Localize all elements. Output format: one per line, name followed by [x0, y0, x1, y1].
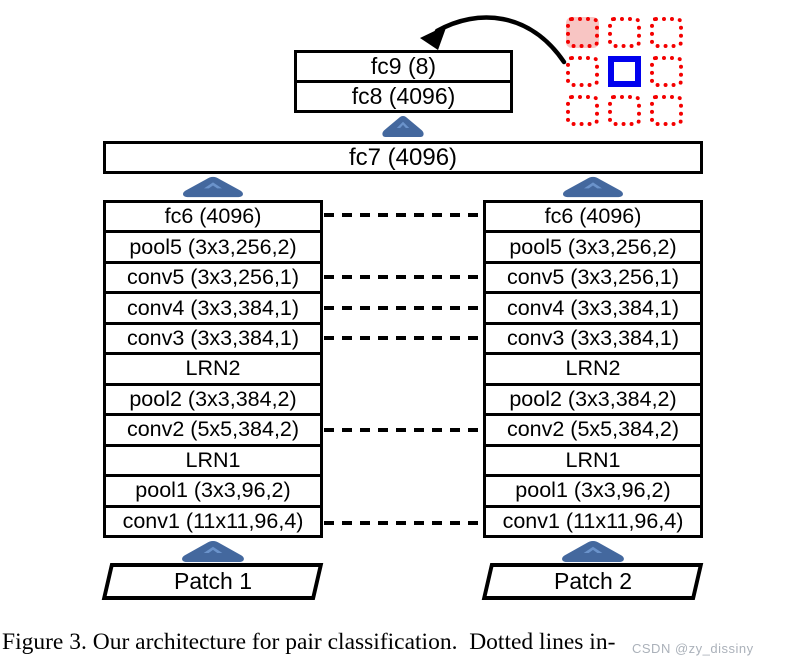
layer-box: LRN2	[486, 355, 700, 386]
input-patch-1: Patch 1	[101, 563, 324, 600]
layer-box: fc6 (4096)	[486, 203, 700, 234]
up-arrow-icon	[561, 176, 625, 198]
grid-cell	[650, 56, 683, 87]
layer-box: pool2 (3x3,384,2)	[486, 386, 700, 417]
layer-box: pool5 (3x3,256,2)	[106, 233, 320, 264]
layer-box: conv1 (11x11,96,4)	[502, 508, 684, 533]
layer-box: conv3 (3x3,384,1)	[106, 325, 320, 356]
tied-weights-dash-conv1	[324, 521, 482, 525]
grid-cell	[650, 17, 683, 48]
figure-caption: Figure 3. Our architecture for pair clas…	[2, 629, 616, 655]
fc9-layer-box: fc9 (8)	[297, 53, 510, 83]
layer-box: conv1 (11x11,96,4)	[122, 508, 304, 533]
grid-cell	[608, 17, 641, 48]
tied-weights-dash-conv2	[324, 428, 482, 432]
layer-box: conv4 (3x3,384,1)	[486, 294, 700, 325]
layer-box: LRN2	[106, 355, 320, 386]
fc8-layer-box: fc8 (4096)	[351, 83, 456, 109]
layer-box: conv5 (3x3,256,1)	[486, 264, 700, 295]
tower-right: fc6 (4096) pool5 (3x3,256,2) conv5 (3x3,…	[483, 200, 703, 538]
fc7-layer-box: fc7 (4096)	[103, 141, 703, 174]
layer-box: fc6 (4096)	[106, 203, 320, 234]
layer-box: conv3 (3x3,384,1)	[486, 325, 700, 356]
tied-weights-dash-conv5	[324, 275, 482, 279]
grid-cell	[608, 95, 641, 126]
patch-sampling-grid	[566, 17, 683, 126]
patch-1-label: Patch 1	[173, 568, 252, 594]
watermark: CSDN @zy_dissiny	[632, 641, 754, 656]
layer-box: conv2 (5x5,384,2)	[106, 416, 320, 447]
up-arrow-icon	[560, 540, 626, 563]
layer-box: conv4 (3x3,384,1)	[106, 294, 320, 325]
grid-cell	[566, 56, 599, 87]
layer-box: conv2 (5x5,384,2)	[486, 416, 700, 447]
fc9-fc8-stack: fc9 (8) fc8 (4096)	[294, 50, 513, 113]
tied-weights-dash-conv4	[324, 306, 482, 310]
up-arrow-icon	[181, 176, 245, 198]
tied-weights-dash-conv3	[324, 336, 482, 340]
grid-cell-filled	[566, 17, 599, 48]
grid-cell	[566, 95, 599, 126]
patch-2-label: Patch 2	[553, 568, 632, 594]
layer-box: pool1 (3x3,96,2)	[486, 477, 700, 508]
layer-box: pool1 (3x3,96,2)	[106, 477, 320, 508]
input-patch-2: Patch 2	[481, 563, 704, 600]
tower-left: fc6 (4096) pool5 (3x3,256,2) conv5 (3x3,…	[103, 200, 323, 538]
layer-box: LRN1	[106, 447, 320, 478]
tied-weights-dash-fc6	[324, 213, 482, 217]
grid-cell	[650, 95, 683, 126]
up-arrow-icon	[180, 540, 246, 563]
layer-box: pool5 (3x3,256,2)	[486, 233, 700, 264]
layer-box: LRN1	[486, 447, 700, 478]
up-arrow-icon	[381, 115, 425, 138]
layer-box: conv5 (3x3,256,1)	[106, 264, 320, 295]
layer-box: pool2 (3x3,384,2)	[106, 386, 320, 417]
grid-cell-query-blue	[608, 56, 641, 87]
